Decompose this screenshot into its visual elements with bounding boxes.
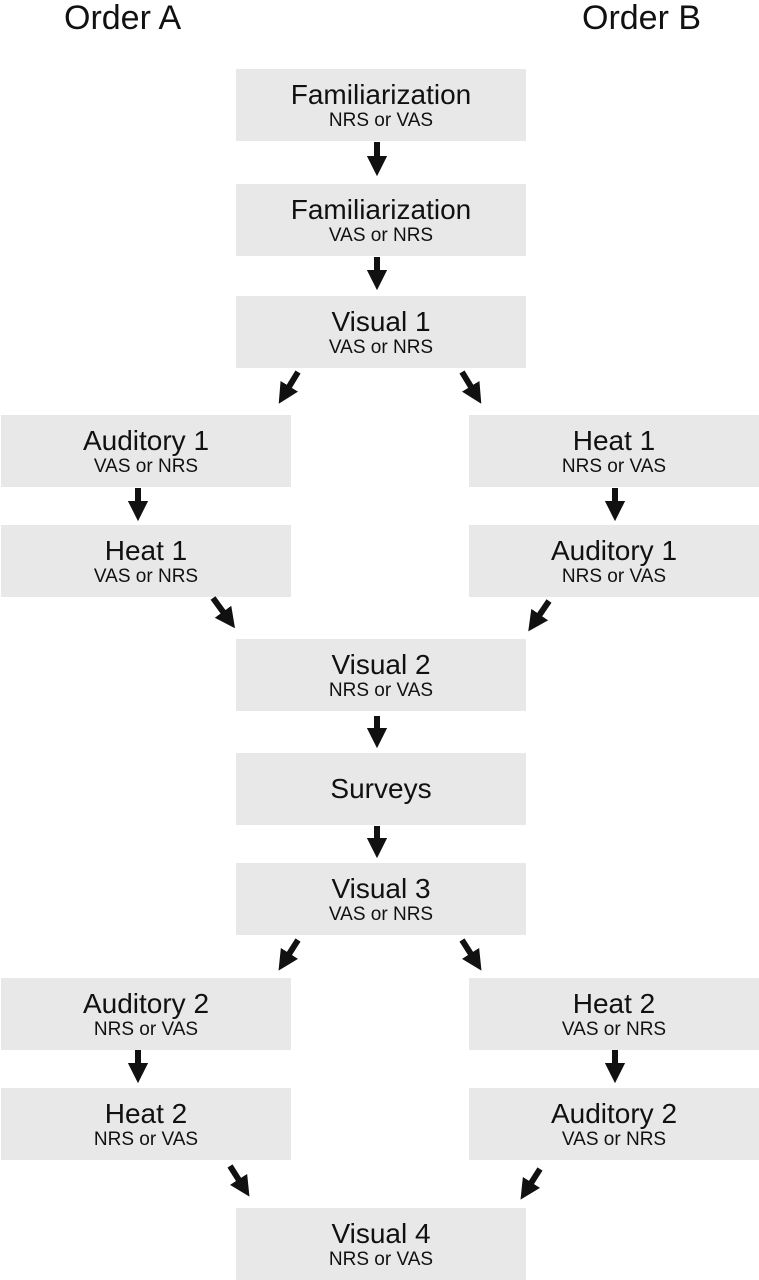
step-familiarization-2: Familiarization VAS or NRS	[236, 184, 526, 256]
step-title: Familiarization	[290, 194, 472, 225]
order-b-step-auditory-2: Auditory 2 VAS or NRS	[469, 1088, 759, 1160]
step-scale: VAS or NRS	[93, 566, 199, 587]
step-scale: VAS or NRS	[561, 1129, 667, 1150]
step-scale: VAS or NRS	[93, 456, 199, 477]
step-title: Heat 1	[572, 425, 656, 456]
step-title: Visual 3	[331, 873, 431, 904]
arrow-visual1-to-order-b	[459, 370, 482, 404]
step-visual-2: Visual 2 NRS or VAS	[236, 639, 526, 711]
arrow-order-b-to-visual4	[520, 1167, 543, 1200]
step-title: Heat 2	[104, 1098, 188, 1129]
order-a-heading: Order A	[64, 0, 182, 37]
order-b-step-heat-2: Heat 2 VAS or NRS	[469, 978, 759, 1050]
step-surveys: Surveys	[236, 753, 526, 825]
step-scale: VAS or NRS	[328, 337, 434, 358]
step-scale: NRS or VAS	[328, 1249, 434, 1270]
step-title: Auditory 1	[82, 425, 210, 456]
step-title: Visual 4	[331, 1218, 431, 1249]
step-title: Heat 1	[104, 535, 188, 566]
order-a-step-heat-2: Heat 2 NRS or VAS	[1, 1088, 291, 1160]
arrow-visual3-to-order-b	[459, 938, 482, 971]
order-a-step-heat-1: Heat 1 VAS or NRS	[1, 525, 291, 597]
order-b-heading: Order B	[582, 0, 702, 37]
arrow-order-b-to-visual2	[528, 599, 552, 632]
arrow-visual3-to-order-a	[278, 938, 301, 971]
order-a-step-auditory-1: Auditory 1 VAS or NRS	[1, 415, 291, 487]
step-familiarization-1: Familiarization NRS or VAS	[236, 69, 526, 141]
order-b-step-auditory-1: Auditory 1 NRS or VAS	[469, 525, 759, 597]
step-title: Surveys	[330, 773, 432, 804]
step-scale: NRS or VAS	[93, 1019, 199, 1040]
step-scale: VAS or NRS	[561, 1019, 667, 1040]
step-title: Visual 1	[331, 306, 431, 337]
step-scale: NRS or VAS	[328, 110, 434, 131]
step-title: Familiarization	[290, 79, 472, 110]
step-visual-3: Visual 3 VAS or NRS	[236, 863, 526, 935]
step-scale: VAS or NRS	[328, 904, 434, 925]
step-title: Visual 2	[331, 649, 431, 680]
step-scale: NRS or VAS	[328, 680, 434, 701]
order-a-step-auditory-2: Auditory 2 NRS or VAS	[1, 978, 291, 1050]
step-scale: NRS or VAS	[93, 1129, 199, 1150]
step-title: Auditory 2	[550, 1098, 678, 1129]
step-visual-1: Visual 1 VAS or NRS	[236, 296, 526, 368]
step-title: Auditory 1	[550, 535, 678, 566]
step-visual-4: Visual 4 NRS or VAS	[236, 1208, 526, 1280]
step-title: Heat 2	[572, 988, 656, 1019]
step-scale: VAS or NRS	[328, 225, 434, 246]
step-scale: NRS or VAS	[561, 566, 667, 587]
arrow-order-a-to-visual4	[227, 1164, 250, 1197]
arrow-order-a-to-visual2	[210, 596, 235, 629]
order-b-step-heat-1: Heat 1 NRS or VAS	[469, 415, 759, 487]
step-title: Auditory 2	[82, 988, 210, 1019]
arrow-visual1-to-order-a	[278, 370, 301, 404]
step-scale: NRS or VAS	[561, 456, 667, 477]
